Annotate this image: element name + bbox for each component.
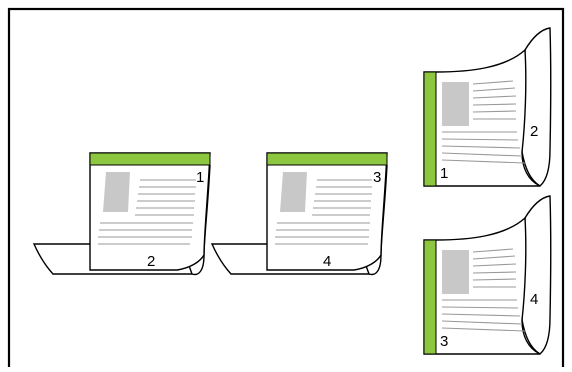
binding-stripe <box>267 153 387 165</box>
front-page-number: 1 <box>440 165 448 182</box>
sheet-left-binding-1: 1 2 <box>424 28 551 186</box>
binding-stripe <box>90 153 210 165</box>
front-page-number: 3 <box>440 333 448 350</box>
image-placeholder <box>280 172 307 212</box>
image-placeholder <box>103 172 130 212</box>
sheet-top-binding-2: 3 4 <box>212 153 387 274</box>
binding-stripe <box>424 240 436 354</box>
front-page-number: 1 <box>196 169 204 186</box>
back-page-number: 4 <box>323 253 331 270</box>
back-page <box>522 196 551 354</box>
sheet-left-binding-2: 3 4 <box>424 196 551 354</box>
image-placeholder <box>442 250 469 294</box>
back-page-number: 2 <box>530 123 538 140</box>
image-placeholder <box>442 82 469 126</box>
back-page-number: 2 <box>147 253 155 270</box>
binding-stripe <box>424 72 436 186</box>
sheet-top-binding-1: 1 2 <box>34 153 210 274</box>
back-page <box>522 28 551 186</box>
back-page-number: 4 <box>530 291 538 308</box>
front-page-number: 3 <box>373 169 381 186</box>
